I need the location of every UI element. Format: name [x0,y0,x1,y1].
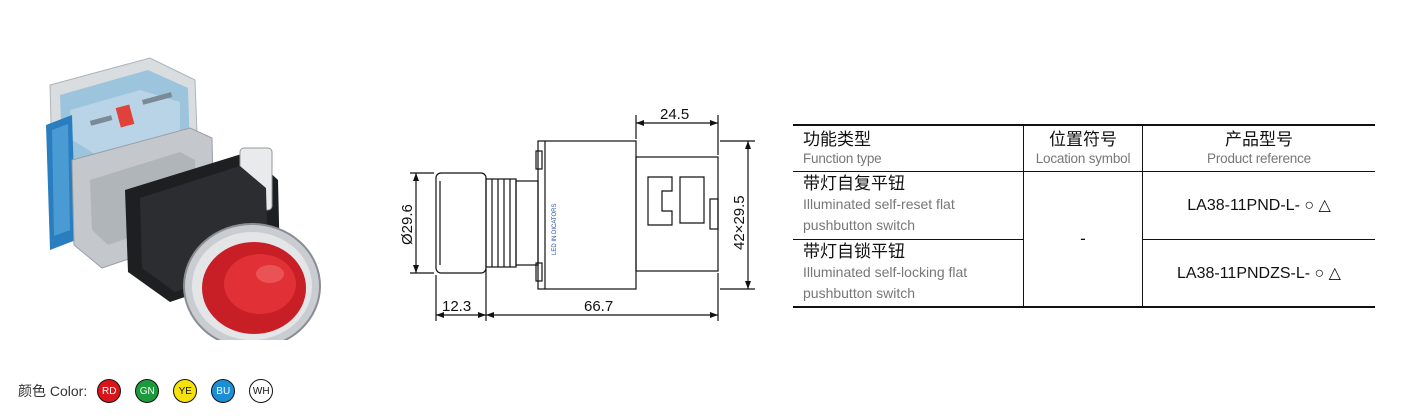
header-reference-cn: 产品型号 [1225,129,1293,149]
table-row: 带灯自锁平钮 Illuminated self-locking flat pus… [793,239,1375,307]
dim-height: 42×29.5 [731,195,748,250]
color-swatch-wh: WH [249,379,274,403]
header-location-en: Location symbol [1035,150,1131,166]
header-reference: 产品型号 Product reference [1143,125,1376,171]
table-row: 带灯自复平钮 Illuminated self-reset flat pushb… [793,171,1375,307]
color-label: 颜色 Color: [18,383,88,399]
header-function: 功能类型 Function type [793,125,1024,171]
header-location-cn: 位置符号 [1049,129,1117,149]
color-code: GN [139,385,155,397]
header-reference-en: Product reference [1207,150,1311,166]
row-function: 带灯自复平钮 Illuminated self-reset flat pushb… [793,171,1024,239]
color-code: RD [102,385,117,397]
row-function-en-line1: Illuminated self-reset flat [803,196,955,212]
color-code: YE [178,385,192,397]
color-code: BU [216,385,231,397]
row-function-en-line2: pushbutton switch [803,217,916,233]
product-photo [46,57,321,340]
row-function-cn: 带灯自复平钮 [803,174,905,193]
spec-table: 功能类型 Function type 位置符号 Location symbol … [793,124,1375,308]
row-function: 带灯自锁平钮 Illuminated self-locking flat pus… [793,239,1024,307]
row-function-en-line2: pushbutton switch [803,284,916,301]
color-swatch-rd: RD [97,379,122,403]
color-options: 颜色 Color: RD GN YE BU WH [18,378,287,404]
body-label: LED IN DICATORS [552,204,558,255]
color-swatch-bu: BU [211,379,236,403]
row-reference: LA38-11PND-L- ○ △ [1187,197,1331,214]
header-function-en: Function type [803,150,882,166]
dim-top-width: 24.5 [660,106,689,123]
color-swatch-gn: GN [135,379,160,403]
row-function-en-line1: Illuminated self-locking flat [803,263,968,280]
dim-front-depth: 12.3 [442,298,471,315]
header-location: 位置符号 Location symbol [1023,125,1143,171]
color-code: WH [252,385,270,397]
header-function-cn: 功能类型 [803,129,871,149]
dimension-drawing: 24.5 Ø29.6 42×29.5 12.3 66.7 LED IN DICA… [399,106,755,321]
row-reference: LA38-11PNDZS-L- ○ △ [1177,264,1341,282]
color-swatch-ye: YE [173,379,198,403]
dim-diameter: Ø29.6 [399,204,416,245]
row-function-cn: 带灯自锁平钮 [803,241,905,261]
dim-total-length: 66.7 [584,298,613,315]
location-symbol: - [1023,171,1143,307]
